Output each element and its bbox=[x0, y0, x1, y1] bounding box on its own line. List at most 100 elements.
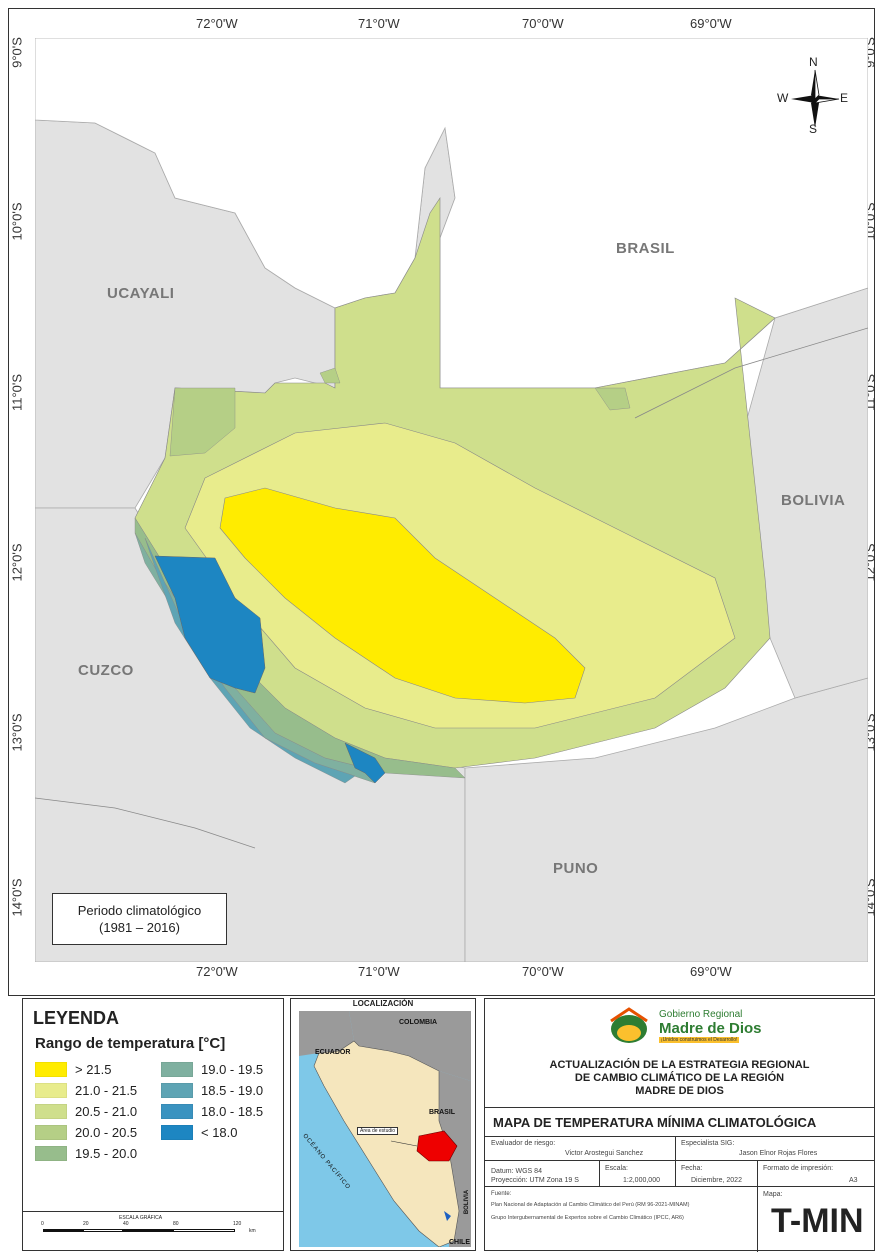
legend-swatch bbox=[35, 1083, 67, 1098]
lat-tick-left: 13°0'S bbox=[9, 713, 25, 752]
legend-label: 20.0 - 20.5 bbox=[75, 1125, 138, 1140]
legend-label: 21.0 - 21.5 bbox=[75, 1083, 138, 1098]
evaluador-label: Evaluador de riesgo: bbox=[491, 1140, 556, 1147]
lat-tick-left: 14°0'S bbox=[9, 878, 25, 917]
heading: ACTUALIZACIÓN DE LA ESTRATEGIA REGIONAL … bbox=[485, 1059, 874, 1098]
zone-below-18 bbox=[154, 555, 266, 694]
locator-chile: CHILE bbox=[449, 1239, 470, 1246]
period-line2: (1981 – 2016) bbox=[99, 920, 180, 935]
scale-unit: km bbox=[249, 1228, 256, 1234]
legend-label: 18.5 - 19.0 bbox=[201, 1083, 264, 1098]
locator-brasil: BRASIL bbox=[429, 1109, 456, 1116]
legend-swatch bbox=[35, 1062, 67, 1077]
map-canvas bbox=[35, 38, 868, 962]
legend-swatch bbox=[161, 1062, 193, 1077]
org-line2: Madre de Dios bbox=[659, 1020, 762, 1037]
lat-tick-left: 12°0'S bbox=[9, 543, 25, 582]
scale-tick: 0 bbox=[41, 1221, 44, 1227]
legend-label: < 18.0 bbox=[201, 1125, 238, 1140]
locator-panel: LOCALIZACIÓN ECUADOR COLOMBIA BRASIL BOL… bbox=[290, 998, 476, 1251]
zone-north-dot bbox=[319, 367, 341, 384]
scale-tick: 40 bbox=[123, 1221, 129, 1227]
escala-value: 1:2,000,000 bbox=[623, 1177, 660, 1184]
formato-value: A3 bbox=[849, 1177, 858, 1184]
scale-segment bbox=[173, 1229, 235, 1232]
lon-tick-top: 69°0'W bbox=[690, 16, 732, 31]
legend-swatch bbox=[35, 1146, 67, 1161]
lon-tick-bottom: 70°0'W bbox=[522, 964, 564, 979]
legend-subtitle: Rango de temperatura [°C] bbox=[35, 1035, 226, 1052]
evaluador-value: Victor Arostegui Sanchez bbox=[565, 1150, 644, 1157]
region-label-ucayali: UCAYALI bbox=[107, 285, 175, 302]
region-label-brasil: BRASIL bbox=[616, 240, 675, 257]
legend-label: 19.5 - 20.0 bbox=[75, 1146, 138, 1161]
fuente-label: Fuente: bbox=[491, 1191, 512, 1197]
legend-swatch bbox=[161, 1083, 193, 1098]
legend-item: 19.5 - 20.0 bbox=[35, 1143, 137, 1164]
scale-segment bbox=[123, 1229, 173, 1232]
fecha-label: Fecha: bbox=[681, 1165, 703, 1172]
lon-tick-bottom: 71°0'W bbox=[358, 964, 400, 979]
legend-item: 20.5 - 21.0 bbox=[35, 1101, 137, 1122]
legend-title: LEYENDA bbox=[33, 1008, 120, 1028]
scale-tick: 120 bbox=[233, 1221, 242, 1227]
period-line1: Periodo climatológico bbox=[77, 903, 202, 918]
legend-item: 18.0 - 18.5 bbox=[161, 1101, 263, 1122]
legend-column-2: 19.0 - 19.5 18.5 - 19.0 18.0 - 18.5 < 18… bbox=[161, 1059, 263, 1143]
compass-n: N bbox=[809, 55, 818, 69]
locator-title: LOCALIZACIÓN bbox=[352, 999, 414, 1008]
proyeccion: Proyección: UTM Zona 19 S bbox=[491, 1177, 579, 1184]
legend-swatch bbox=[35, 1104, 67, 1119]
lon-tick-bottom: 72°0'W bbox=[196, 964, 238, 979]
locator-peru bbox=[313, 1040, 460, 1247]
north-arrow-icon bbox=[791, 69, 840, 128]
map-title: MAPA DE TEMPERATURA MÍNIMA CLIMATOLÓGICA bbox=[493, 1115, 817, 1130]
zone-below-18-south bbox=[344, 742, 386, 784]
lat-tick-left: 11°0'S bbox=[9, 373, 25, 412]
fuente-line2: Grupo Intergubernamental de Expertos sob… bbox=[491, 1215, 684, 1221]
legend-label: 20.5 - 21.0 bbox=[75, 1104, 138, 1119]
compass-e: E bbox=[840, 91, 849, 105]
legend-item: 19.0 - 19.5 bbox=[161, 1059, 263, 1080]
locator-madre-de-dios bbox=[416, 1130, 458, 1162]
lat-tick-left: 10°0'S bbox=[9, 202, 25, 241]
locator-colombia: COLOMBIA bbox=[399, 1019, 438, 1026]
locator-study-area: Área de estudio bbox=[357, 1127, 399, 1135]
heading-line2: DE CAMBIO CLIMÁTICO DE LA REGIÓN bbox=[574, 1072, 785, 1084]
divider bbox=[675, 1136, 676, 1160]
scale-segment bbox=[83, 1229, 123, 1232]
legend-label: 19.0 - 19.5 bbox=[201, 1062, 264, 1077]
legend-panel: LEYENDA Rango de temperatura [°C] > 21.5… bbox=[22, 998, 284, 1251]
heading-line1: ACTUALIZACIÓN DE LA ESTRATEGIA REGIONAL bbox=[549, 1059, 810, 1071]
divider bbox=[675, 1160, 676, 1186]
divider bbox=[599, 1160, 600, 1186]
legend-label: > 21.5 bbox=[75, 1062, 112, 1077]
legend-swatch bbox=[161, 1104, 193, 1119]
compass-s: S bbox=[809, 122, 818, 136]
scale-segment bbox=[43, 1229, 83, 1232]
scale-tick: 80 bbox=[173, 1221, 179, 1227]
zone-18.5-19 bbox=[144, 537, 356, 784]
formato-label: Formato de impresión: bbox=[763, 1165, 834, 1172]
mapa-label: Mapa: bbox=[763, 1191, 783, 1198]
legend-column-1: > 21.5 21.0 - 21.5 20.5 - 21.0 20.0 - 20… bbox=[35, 1059, 137, 1164]
lon-tick-top: 72°0'W bbox=[196, 16, 238, 31]
period-box: Periodo climatológico (1981 – 2016) bbox=[52, 893, 227, 945]
escala-label: Escala: bbox=[605, 1165, 628, 1172]
scale-tick: 20 bbox=[83, 1221, 89, 1227]
legend-swatch bbox=[161, 1125, 193, 1140]
lon-tick-top: 70°0'W bbox=[522, 16, 564, 31]
scale-bar-box: ESCALA GRÁFICA 0 20 40 80 120 km bbox=[23, 1211, 283, 1251]
legend-item: < 18.0 bbox=[161, 1122, 263, 1143]
mapa-code: T-MIN bbox=[771, 1202, 864, 1240]
legend-item: > 21.5 bbox=[35, 1059, 137, 1080]
compass-w: W bbox=[777, 91, 789, 105]
especialista-value: Jason Elnor Rojas Flores bbox=[739, 1150, 818, 1157]
zone-19.5-20-nw bbox=[169, 387, 236, 457]
lat-tick-left: 9°0'S bbox=[9, 37, 25, 68]
region-label-cuzco: CUZCO bbox=[78, 662, 134, 679]
org-line1: Gobierno Regional bbox=[659, 1009, 743, 1020]
lon-tick-bottom: 69°0'W bbox=[690, 964, 732, 979]
zone-above-21.5 bbox=[219, 487, 586, 704]
especialista-label: Especialista SIG: bbox=[681, 1140, 735, 1147]
